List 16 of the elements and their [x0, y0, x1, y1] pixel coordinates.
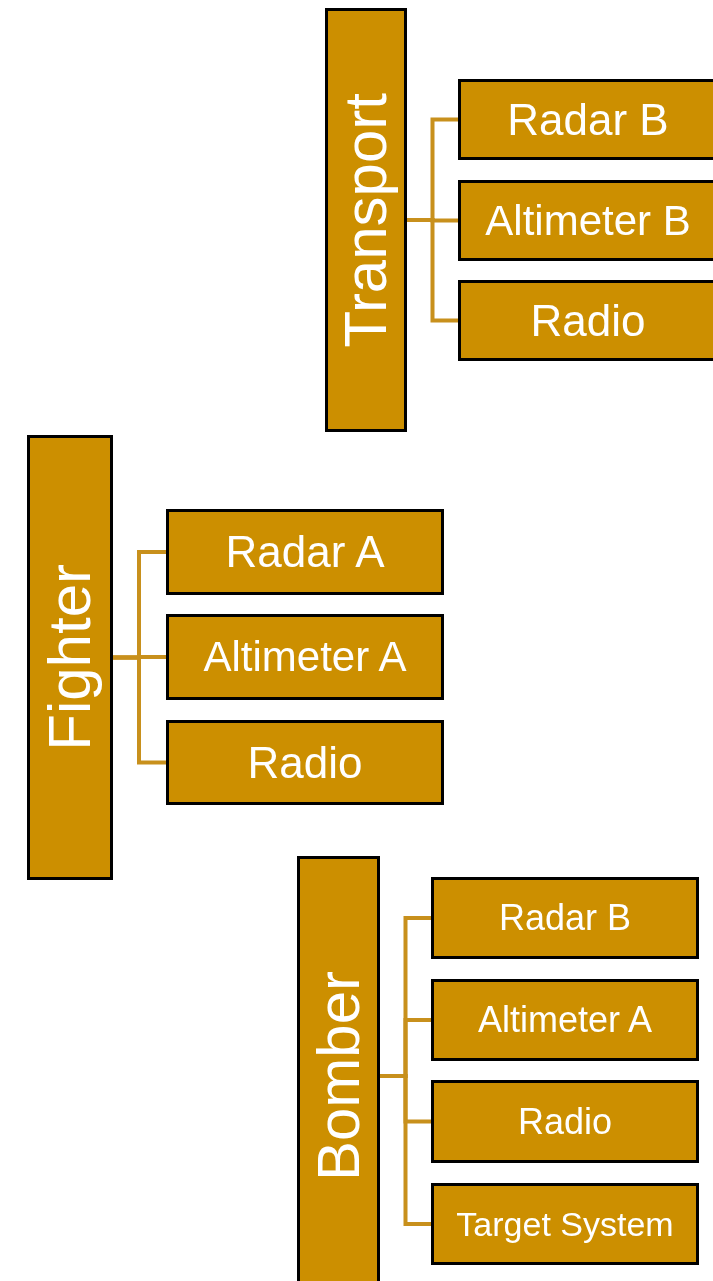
component-box: Radio: [458, 280, 713, 361]
component-box: Radar B: [458, 79, 713, 160]
category-box: Fighter: [27, 435, 113, 880]
component-box: Target System: [431, 1183, 699, 1265]
component-box: Radar B: [431, 877, 699, 959]
component-box: Radio: [166, 720, 444, 805]
connector-line: [113, 655, 166, 765]
connector-line: [407, 218, 458, 323]
category-box: Bomber: [297, 856, 380, 1281]
connector-line: [380, 1074, 431, 1226]
component-box: Radar A: [166, 509, 444, 595]
component-box: Altimeter A: [431, 979, 699, 1061]
component-box: Radio: [431, 1080, 699, 1163]
component-box: Altimeter B: [458, 180, 713, 261]
category-box: Transport: [325, 8, 407, 432]
component-box: Altimeter A: [166, 614, 444, 700]
